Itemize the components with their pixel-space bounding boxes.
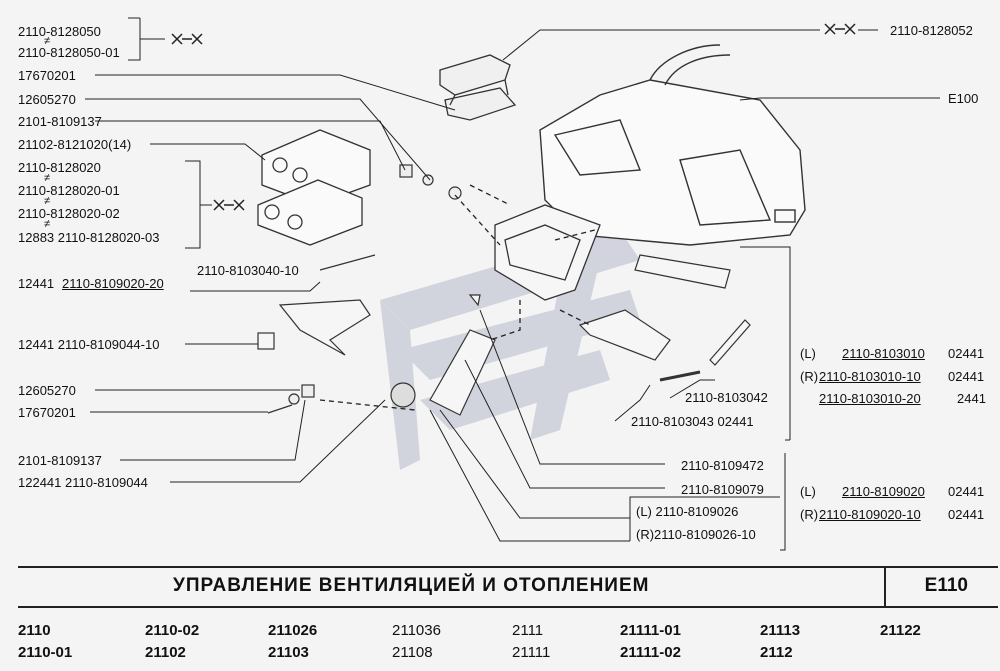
model-code: 2112 xyxy=(760,644,793,661)
exploded-parts-diagram xyxy=(85,17,940,551)
model-code: 21111-01 xyxy=(620,622,681,639)
model-code: 2110-02 xyxy=(145,622,200,639)
part-label-2110-8103040-10: 2110-8103040-10 xyxy=(197,263,299,278)
neq-symbol: ≠ xyxy=(44,35,51,47)
part-label-17670201-b: 17670201 xyxy=(18,405,76,420)
part-qty: 02441 xyxy=(948,369,985,384)
neq-symbol: ≠ xyxy=(44,172,51,184)
heater-unit xyxy=(539,44,806,246)
control-levers xyxy=(257,254,751,416)
air-flap-top xyxy=(439,54,517,121)
part-label-2110-8103042: 2110-8103042 xyxy=(685,390,768,405)
part-label-2101-8109137: 2101-8109137 xyxy=(18,114,102,129)
part-label-21102-8121020: 21102-8121020(14) xyxy=(18,137,132,152)
neq-symbol: ≠ xyxy=(44,195,51,207)
part-label-2110-8128052: 2110-8128052 xyxy=(890,23,973,38)
control-module xyxy=(257,129,371,246)
model-code: 21122 xyxy=(880,622,921,639)
part-qty: 2441 xyxy=(957,391,986,406)
part-label-2110-8128020-01: 2110-8128020-01 xyxy=(18,183,120,198)
nonapplicable-symbols xyxy=(171,23,856,211)
model-code: 21111 xyxy=(512,644,551,661)
model-code: 211036 xyxy=(392,622,441,639)
part-label-2110-8128020-02: 2110-8128020-02 xyxy=(18,206,120,221)
part-label-2110-8109020-10: 2110-8109020-10 xyxy=(819,507,921,522)
model-code: 21113 xyxy=(760,622,801,639)
prefix-l: (L) xyxy=(800,484,816,499)
section-code: E110 xyxy=(924,575,968,596)
part-label-2110-8103010-10: 2110-8103010-10 xyxy=(819,369,921,384)
model-code: 211026 xyxy=(268,622,318,639)
part-label-2110-8109020-20: 2110-8109020-20 xyxy=(62,276,164,291)
assembly-arrows xyxy=(319,184,596,411)
part-label-2110-8128050: 2110-8128050 xyxy=(18,24,101,39)
leader-lines xyxy=(85,17,940,551)
model-code: 21108 xyxy=(392,644,433,661)
part-label-2110-8109020: 2110-8109020 xyxy=(842,484,925,499)
part-label-2101-8109137-b: 2101-8109137 xyxy=(18,453,102,468)
title-divider xyxy=(884,568,886,606)
part-label-2110-8109044: 122441 2110-8109044 xyxy=(18,475,148,490)
part-label-12605270: 12605270 xyxy=(18,92,76,107)
part-label-17670201: 17670201 xyxy=(18,68,76,83)
part-qty: 02441 xyxy=(948,346,985,361)
prefix-r: (R) xyxy=(800,369,819,384)
part-qty: 02441 xyxy=(948,507,985,522)
part-label-2110-8109044-10: 12441 2110-8109044-10 xyxy=(18,337,160,352)
part-label-2110-8128020-03: 12883 2110-8128020-03 xyxy=(18,230,160,245)
title-bar: УПРАВЛЕНИЕ ВЕНТИЛЯЦИЕЙ И ОТОПЛЕНИЕМ E110 xyxy=(18,566,998,608)
model-code: 2110 xyxy=(18,622,51,639)
part-label-2110-8103043: 2110-8103043 02441 xyxy=(631,414,754,429)
fasteners xyxy=(267,164,462,414)
model-code: 2110-01 xyxy=(18,644,73,661)
part-label-2110-8128050-01: 2110-8128050-01 xyxy=(18,45,120,60)
model-code: 2111 xyxy=(512,622,544,639)
neq-symbol: ≠ xyxy=(44,218,51,230)
model-code: 21102 xyxy=(145,644,186,661)
page-title: УПРАВЛЕНИЕ ВЕНТИЛЯЦИЕЙ И ОТОПЛЕНИЕМ xyxy=(173,575,650,596)
part-qty-12441: 12441 xyxy=(18,276,55,291)
part-label-2110-8103010-20: 2110-8103010-20 xyxy=(819,391,921,406)
model-code: 21103 xyxy=(268,644,309,661)
part-label-2110-8109026: (L) 2110-8109026 xyxy=(636,504,739,519)
part-label-12605270-b: 12605270 xyxy=(18,383,76,398)
prefix-r: (R) xyxy=(800,507,819,522)
prefix-l: (L) xyxy=(800,346,816,361)
part-label-2110-8109026-10: (R)2110-8109026-10 xyxy=(636,527,756,542)
air-duct xyxy=(494,204,601,301)
part-label-2110-8103010: 2110-8103010 xyxy=(842,346,925,361)
part-label-2110-8109079: 2110-8109079 xyxy=(681,482,764,497)
part-label-2110-8128020: 2110-8128020 xyxy=(18,160,101,175)
model-code: 21111-02 xyxy=(620,644,681,661)
part-label-2110-8109472: 2110-8109472 xyxy=(681,458,764,473)
part-label-e100: E100 xyxy=(948,91,979,106)
part-qty: 02441 xyxy=(948,484,985,499)
